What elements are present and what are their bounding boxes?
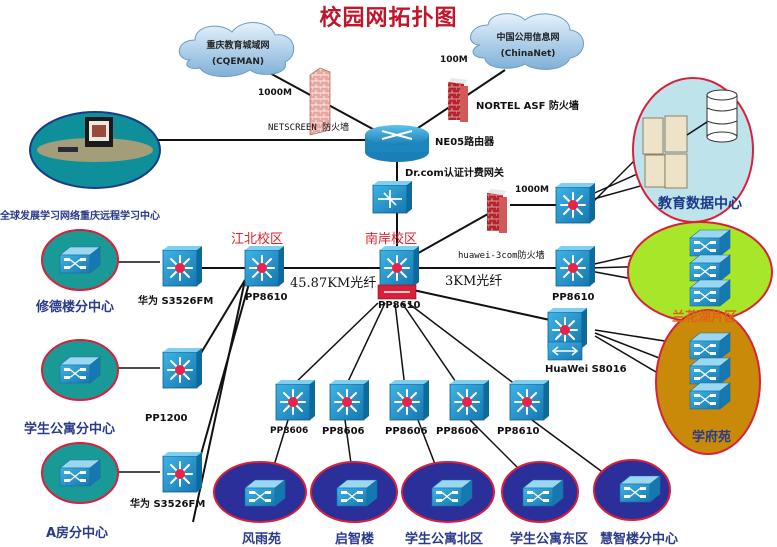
jiangbei-campus-label: 江北校区 [231,232,284,247]
huawei-3com-firewall-label: huawei-3com防火墙 [458,251,545,261]
nanan-core-label: PP8610 [378,300,421,311]
xiude-center [41,229,119,291]
router-label: NE05路由器 [435,137,495,148]
xuefu-label: 学府苑 [692,430,732,445]
xuefu-area [655,309,761,455]
cloud-cqeman [178,22,295,77]
dist-switch-3-label: PP8606 [385,426,428,437]
xiude-switch-label: 华为 S3526FM [138,296,214,307]
fiber-jiangbei-label: 45.87KM光纤 [290,276,377,291]
afang-center [41,442,119,504]
lanhua-label: 兰花湖片区 [672,310,738,325]
gateway-label: Dr.com认证计费网关 [405,168,504,179]
link-jiangbei-afang [197,279,251,466]
nortel-firewall-label: NORTEL ASF 防火墙 [476,101,579,112]
jiangbei-core-label: PP8610 [245,292,288,303]
remote-learning-label: 全球发展学习网络重庆远程学习中心 [0,211,160,222]
dist-switch-5-label: PP8610 [497,426,540,437]
cloud-cqeman-name: 重庆教育城域网 [206,41,270,51]
s8016-label: HuaWei S8016 [545,364,627,375]
remote-learning-center [29,111,161,189]
datacenter-speed-label: 1000M [515,185,550,195]
cqeman-speed-label: 1000M [258,88,293,98]
afang-label: A房分中心 [46,526,109,541]
bottom-center-1 [213,461,307,523]
afang-switch-icon [162,451,203,493]
nortel-firewall-icon [448,78,468,122]
drcom-gateway-icon [372,181,412,214]
huawei-3com-firewall-icon [487,189,507,233]
cloud-cqeman-label: 重庆教育城域网 (CQEMAN) [188,38,288,67]
dist-switch-1-icon [275,379,316,421]
netscreen-firewall-icon [309,67,331,136]
bottom-center-4 [501,461,579,523]
link-nanan-s8016 [412,289,551,321]
nanan-campus-label: 南岸校区 [365,232,418,247]
bottom-center-5-label: 慧智楼分中心 [600,532,679,547]
dist-switch-4-label: PP8606 [436,426,479,437]
dist-switch-1-label: PP8606 [270,426,309,436]
bottom-center-1-label: 风雨苑 [242,532,282,547]
datacenter-label: 教育数据中心 [658,196,742,212]
ne05-router-icon [365,125,429,162]
link-jiangbei-pp1200 [194,279,246,364]
dist-switch-2-icon [329,379,370,421]
bottom-center-3 [401,461,495,523]
link-nanan-fw [412,209,496,257]
afang-switch-label: 华为 S3526FM [130,499,206,510]
cloud-chinanet [470,13,584,70]
huawei-s8016-icon [547,307,588,361]
cloud-chinanet-label: 中国公用信息网 (ChinaNet) [478,30,578,59]
chinanet-speed-label: 100M [440,55,468,65]
dist-switch-5-icon [509,379,550,421]
cloud-cqeman-sub: (CQEMAN) [211,57,265,67]
bottom-center-5 [593,459,671,521]
dist-switch-4-icon [449,379,490,421]
apartment-center [41,339,119,401]
xiude-label: 修德楼分中心 [36,300,115,315]
nanan-core-switch-icon [377,245,420,300]
bottom-center-3-label: 学生公寓北区 [405,532,484,547]
dist-switch-3-icon [389,379,430,421]
xiude-switch-icon [162,245,203,287]
jiangbei-core-switch-icon [244,245,285,287]
netscreen-firewall-label: NETSCREEN 防火墙 [268,123,350,133]
fiber-lanhua-label: 3KM光纤 [445,274,503,289]
bottom-center-2-label: 启智楼 [335,532,375,547]
bottom-centers [213,459,671,523]
pp1200-label: PP1200 [145,413,188,424]
cloud-chinanet-sub: (ChinaNet) [500,49,556,59]
cloud-chinanet-name: 中国公用信息网 [496,33,560,43]
bottom-center-4-label: 学生公寓东区 [510,532,589,547]
apartment-label: 学生公寓分中心 [24,422,116,437]
lanhua-switch-icon [555,245,596,287]
datacenter-switch-icon [555,182,596,224]
lanhua-switch-label: PP8610 [552,292,595,303]
pp1200-switch-icon [162,347,203,389]
bottom-center-2 [310,461,398,523]
page-title: 校园网拓扑图 [319,5,458,31]
dist-switch-2-label: PP8606 [322,426,365,437]
